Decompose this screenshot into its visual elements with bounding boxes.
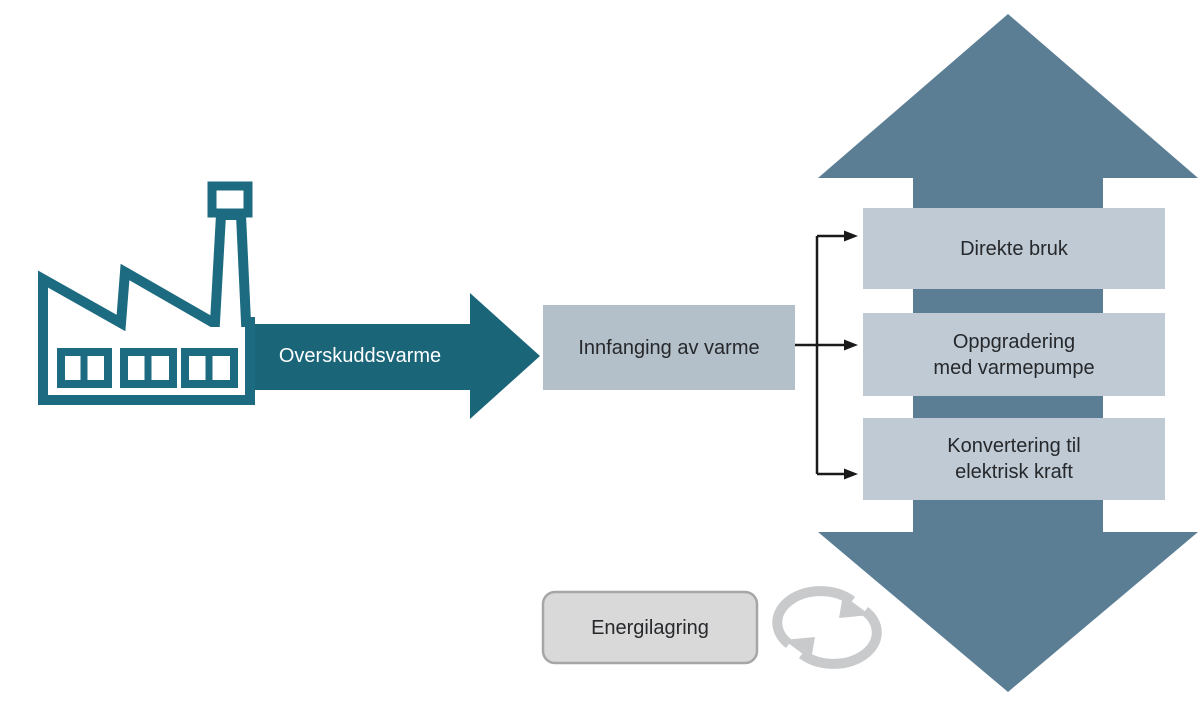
recycle-icon — [772, 586, 882, 669]
surplus-heat-arrow — [248, 293, 540, 419]
factory-windows — [57, 348, 238, 388]
recycle-bottom-arc — [798, 607, 882, 669]
factory-icon — [38, 181, 255, 405]
recycle-top-arc — [772, 586, 856, 648]
branch-box-konvertering — [863, 418, 1165, 500]
recycle-top-arrowhead — [839, 595, 870, 618]
storage-box — [541, 590, 759, 665]
branch-box-direkte-bruk — [863, 208, 1165, 289]
connector-lines — [795, 230, 858, 480]
arrowhead-bottom — [844, 468, 858, 480]
arrowhead-middle — [844, 339, 858, 351]
recycle-bottom-arrowhead — [784, 637, 815, 660]
branch-box-oppgradering — [863, 313, 1165, 396]
factory-chimney-cap — [207, 181, 253, 218]
branch-boxes — [863, 208, 1165, 500]
arrowhead-top — [844, 230, 858, 242]
capture-box — [543, 305, 795, 390]
